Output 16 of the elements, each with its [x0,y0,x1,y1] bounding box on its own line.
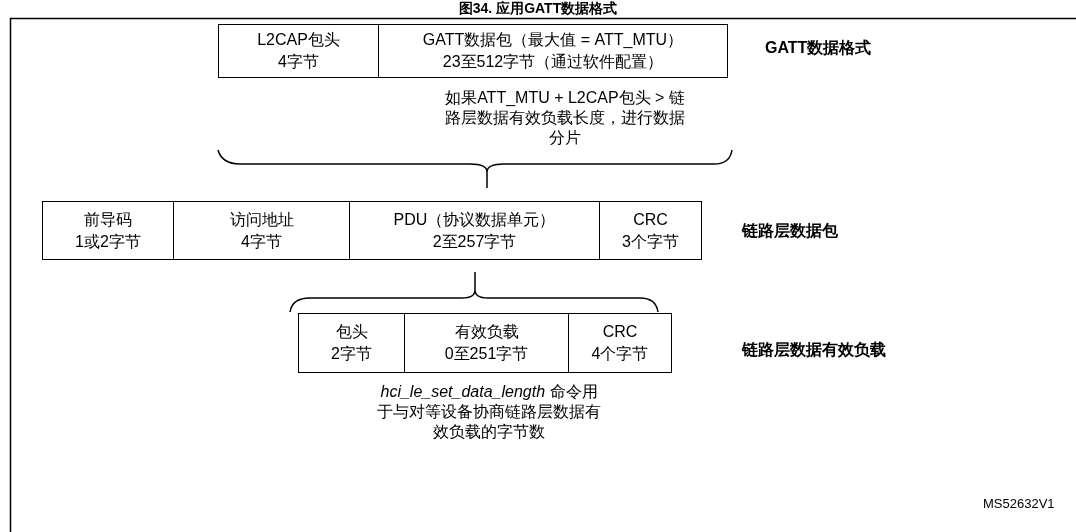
packet-field: 有效负载 0至251字节 [404,313,569,373]
figure-title: 图34. 应用GATT数据格式 [457,0,619,16]
packet-field: PDU（协议数据单元） 2至257字节 [349,201,600,260]
figure-id: MS52632V1 [983,496,1055,511]
packet-field: CRC 3个字节 [599,201,702,260]
format-label: 链路层数据包 [742,221,838,241]
packet-field: GATT数据包（最大值 = ATT_MTU） 23至512字节（通过软件配置） [378,24,728,78]
packet-field: 前导码 1或2字节 [42,201,174,260]
note-text: hci_le_set_data_length 命令用于与对等设备协商链路层数据有效负载的字节数 [376,382,602,442]
packet-field: L2CAP包头 4字节 [218,24,379,78]
format-label: 链路层数据有效负载 [742,340,886,360]
packet-field: CRC 4个字节 [568,313,672,373]
note-text: 如果ATT_MTU + L2CAP包头 > 链路层数据有效负载长度，进行数据分片 [444,88,686,148]
packet-field: 访问地址 4字节 [173,201,350,260]
packet-field: 包头 2字节 [298,313,405,373]
format-label: GATT数据格式 [765,38,872,58]
